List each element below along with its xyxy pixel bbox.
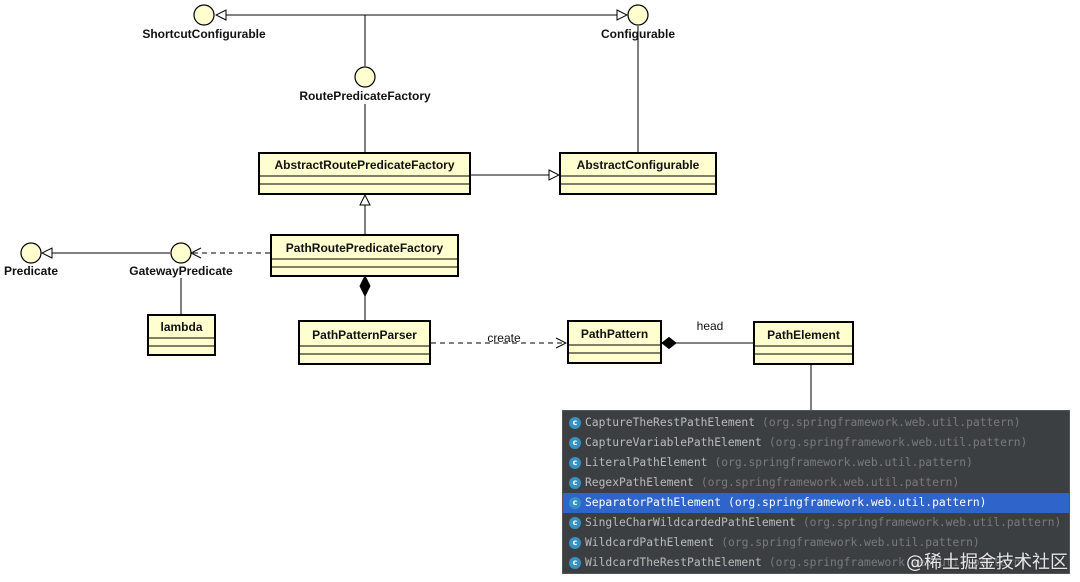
- class-abstract-route-predicate-factory[interactable]: AbstractRoutePredicateFactory: [258, 152, 471, 195]
- interface-label-predicate: Predicate: [4, 264, 58, 278]
- interface-label-gateway-predicate: GatewayPredicate: [129, 264, 233, 278]
- class-icon: c: [569, 497, 581, 509]
- popup-item-package: (org.springframework.web.util.pattern): [728, 496, 987, 509]
- class-name-path-route-predicate-factory: PathRoutePredicateFactory: [286, 241, 444, 255]
- class-box: [567, 320, 662, 364]
- class-path-pattern-parser[interactable]: PathPatternParser: [298, 320, 431, 365]
- popup-item-name: CaptureVariablePathElement: [585, 436, 762, 449]
- class-path-route-predicate-factory[interactable]: PathRoutePredicateFactory: [270, 234, 459, 277]
- popup-item-package: (org.springframework.web.util.pattern): [762, 416, 1021, 429]
- class-icon: c: [569, 417, 581, 429]
- class-icon: c: [569, 437, 581, 449]
- class-name-abstract-route-predicate-factory: AbstractRoutePredicateFactory: [274, 158, 454, 172]
- popup-item-selected[interactable]: c SeparatorPathElement (org.springframew…: [563, 493, 1069, 513]
- popup-item-package: (org.springframework.web.util.pattern): [700, 476, 960, 489]
- interface-shortcut-configurable[interactable]: ShortcutConfigurable: [142, 4, 266, 41]
- popup-item[interactable]: c WildcardTheRestPathElement (org.spring…: [563, 553, 1069, 573]
- popup-item-name: LiteralPathElement: [585, 456, 708, 469]
- class-box: [258, 152, 471, 195]
- interface-circle: [354, 66, 376, 88]
- popup-item[interactable]: c LiteralPathElement (org.springframewor…: [563, 453, 1069, 473]
- class-abstract-configurable[interactable]: AbstractConfigurable: [559, 152, 717, 195]
- interface-configurable[interactable]: Configurable: [601, 4, 675, 41]
- popup-item-package: (org.springframework.web.util.pattern): [802, 516, 1062, 529]
- association-label-head: head: [697, 319, 724, 333]
- interface-route-predicate-factory[interactable]: RoutePredicateFactory: [299, 66, 431, 103]
- interface-label-configurable: Configurable: [601, 27, 675, 41]
- class-icon: c: [569, 477, 581, 489]
- class-name-path-pattern-parser: PathPatternParser: [312, 328, 417, 342]
- class-name-path-element: PathElement: [767, 328, 840, 342]
- interface-circle: [170, 242, 192, 264]
- class-path-pattern[interactable]: PathPattern: [567, 320, 662, 364]
- class-icon: c: [569, 537, 581, 549]
- class-icon: c: [569, 557, 581, 569]
- popup-item-name: RegexPathElement: [585, 476, 694, 489]
- popup-item-package: (org.springframework.web.util.pattern): [714, 456, 973, 469]
- popup-item-name: WildcardTheRestPathElement: [585, 556, 762, 569]
- class-name-lambda: lambda: [160, 320, 202, 334]
- class-box: [298, 320, 431, 365]
- popup-item-name: CaptureTheRestPathElement: [585, 416, 756, 429]
- popup-item-package: (org.springframework.web.util.pattern): [768, 556, 1028, 569]
- class-icon: c: [569, 517, 581, 529]
- interface-gateway-predicate[interactable]: GatewayPredicate: [129, 242, 233, 278]
- class-lambda[interactable]: lambda: [147, 314, 216, 356]
- association-label-create: create: [487, 331, 521, 345]
- class-path-element[interactable]: PathElement: [753, 321, 854, 365]
- popup-item[interactable]: c WildcardPathElement (org.springframewo…: [563, 533, 1069, 553]
- popup-item-package: (org.springframework.web.util.pattern): [768, 436, 1028, 449]
- popup-item[interactable]: c CaptureTheRestPathElement (org.springf…: [563, 413, 1069, 433]
- interface-predicate[interactable]: Predicate: [4, 242, 58, 278]
- composition-diamond-parser: [359, 274, 371, 298]
- class-box: [753, 321, 854, 365]
- composition-diamond-head: [661, 336, 677, 350]
- popup-item[interactable]: c CaptureVariablePathElement (org.spring…: [563, 433, 1069, 453]
- interface-label-shortcut-configurable: ShortcutConfigurable: [142, 27, 266, 41]
- popup-item[interactable]: c SingleCharWildcardedPathElement (org.s…: [563, 513, 1069, 533]
- class-icon: c: [569, 457, 581, 469]
- popup-item-package: (org.springframework.web.util.pattern): [721, 536, 980, 549]
- interface-circle: [627, 4, 649, 26]
- popup-item-name: WildcardPathElement: [585, 536, 715, 549]
- class-box: [559, 152, 717, 195]
- class-name-path-pattern: PathPattern: [581, 327, 648, 341]
- popup-item[interactable]: c RegexPathElement (org.springframework.…: [563, 473, 1069, 493]
- popup-item-name: SeparatorPathElement: [585, 496, 722, 509]
- interface-circle: [20, 242, 42, 264]
- class-box: [270, 234, 459, 277]
- class-box: [147, 314, 216, 356]
- popup-item-name: SingleCharWildcardedPathElement: [585, 516, 796, 529]
- interface-circle: [193, 4, 215, 26]
- class-name-abstract-configurable: AbstractConfigurable: [577, 158, 700, 172]
- implementations-popup[interactable]: c CaptureTheRestPathElement (org.springf…: [562, 410, 1070, 574]
- interface-label-route-predicate-factory: RoutePredicateFactory: [299, 89, 431, 103]
